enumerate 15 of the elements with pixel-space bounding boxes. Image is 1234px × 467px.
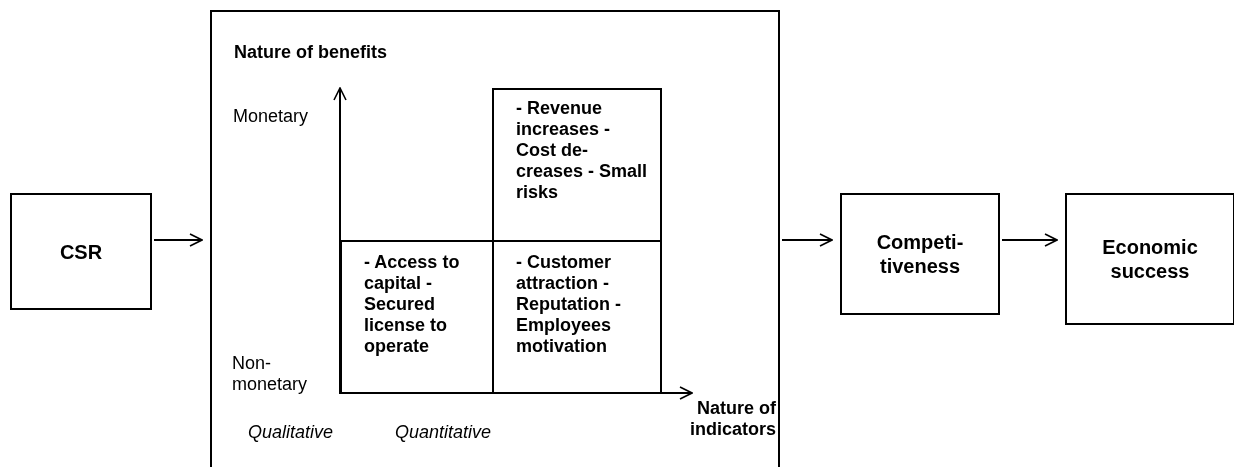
axis-title: Nature of indicators [688, 398, 776, 440]
axis-label: Quantitative [395, 422, 493, 443]
process-box: Economic success [1065, 193, 1234, 325]
process-box: CSR [10, 193, 152, 310]
arrow [1001, 233, 1058, 247]
axis-label: Non- monetary [232, 353, 309, 395]
heading: Nature of benefits [234, 42, 388, 63]
quadrant-box: - Revenue increases - Cost de- creases - Small risks [492, 88, 662, 242]
arrow [153, 233, 203, 247]
process-box: Competi- tiveness [840, 193, 1000, 315]
quadrant-box: - Access to capital - Secured license to operate [340, 240, 494, 394]
axis-label: Qualitative [248, 422, 335, 443]
axis-label: Monetary [233, 106, 310, 127]
arrow [781, 233, 833, 247]
frame-box [210, 10, 780, 467]
